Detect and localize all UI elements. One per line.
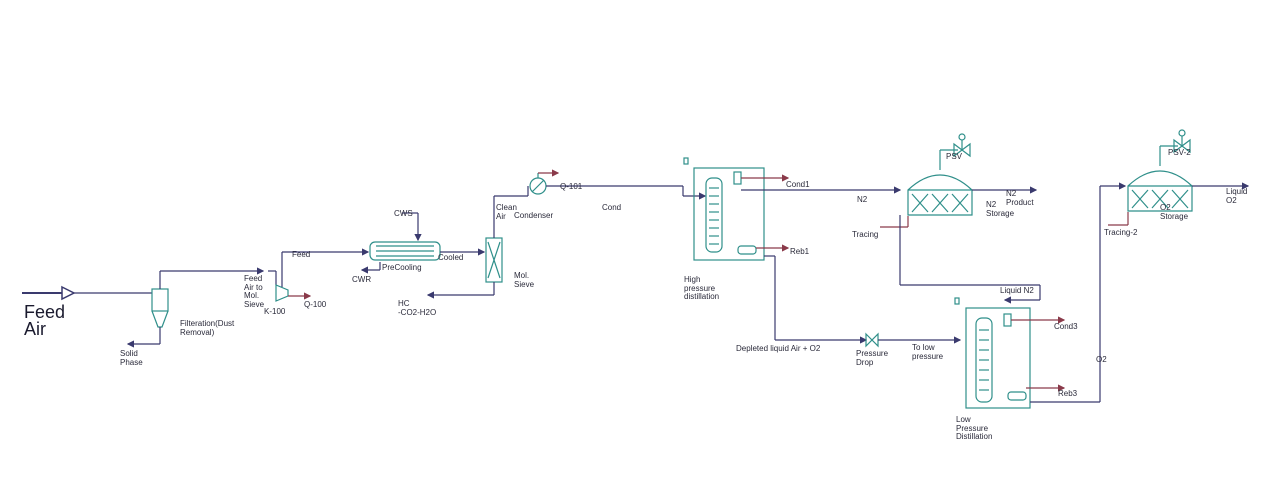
compressor-k100 — [268, 248, 370, 302]
cws-label: CWS — [394, 209, 413, 218]
condenser-label: Condenser — [514, 211, 554, 220]
reb3-label: Reb3 — [1058, 389, 1078, 398]
q100-label: Q-100 — [304, 300, 327, 309]
feed-label: Feed — [292, 250, 311, 259]
mol-sieve-label: Mol. Sieve — [514, 271, 535, 289]
n2-product-label: N2 Product — [1006, 189, 1034, 207]
tracing-label: Tracing — [852, 230, 879, 239]
n2-label: N2 — [857, 195, 868, 204]
liquid-n2-label: Liquid N2 — [1000, 286, 1034, 295]
psv2-label: PSV-2 — [1168, 148, 1191, 157]
hc-co2-h2o-label: HC -CO2-H2O — [398, 299, 437, 317]
pressure-drop-label: Pressure Drop — [856, 349, 889, 367]
o2-storage-label: O2 Storage — [1160, 203, 1189, 221]
filtration-label: Filteration(Dust Removal) — [180, 319, 235, 337]
cooled-label: Cooled — [438, 253, 464, 262]
condenser — [529, 169, 707, 200]
cond3-label: Cond3 — [1054, 322, 1078, 331]
cond1-label: Cond1 — [786, 180, 810, 189]
to-low-pressure-label: To low pressure — [912, 343, 944, 361]
depleted-liquid-air-label: Depleted liquid Air + O2 — [736, 344, 821, 353]
precooling-label: PreCooling — [382, 263, 422, 272]
cond-label: Cond — [602, 203, 622, 212]
q101-label: Q-101 — [560, 182, 583, 191]
filtration-cyclone — [126, 267, 265, 348]
reb1-label: Reb1 — [790, 247, 810, 256]
psv-label: PSV — [946, 152, 963, 161]
hp-distillation-column — [683, 157, 902, 344]
hp-distillation-label: High pressure distillation — [684, 275, 720, 301]
n2-storage-label: N2 Storage — [986, 200, 1015, 218]
o2-storage-tank — [1108, 129, 1250, 226]
o2-label: O2 — [1096, 355, 1107, 364]
pressure-drop-valve — [865, 332, 962, 348]
cwr-label: CWR — [352, 275, 372, 284]
clean-air-label: Clean Air — [496, 203, 517, 221]
lp-distillation-label: Low Pressure Distillation — [956, 415, 993, 441]
liquid-o2-label: Liquid O2 — [1226, 187, 1248, 205]
feed-air-arrow — [22, 285, 152, 301]
precooling-exchanger — [360, 212, 486, 274]
lp-distillation-column — [954, 182, 1127, 409]
feed-air-to-mol-sieve-label: Feed Air to Mol. Sieve — [244, 274, 265, 309]
mol-sieve — [426, 186, 529, 299]
n2-storage-tank — [880, 133, 1041, 304]
k100-label: K-100 — [264, 307, 286, 316]
feed-air-label: Feed Air — [24, 302, 66, 339]
tracing2-label: Tracing-2 — [1104, 228, 1138, 237]
solid-phase-label: Solid Phase — [120, 349, 143, 367]
